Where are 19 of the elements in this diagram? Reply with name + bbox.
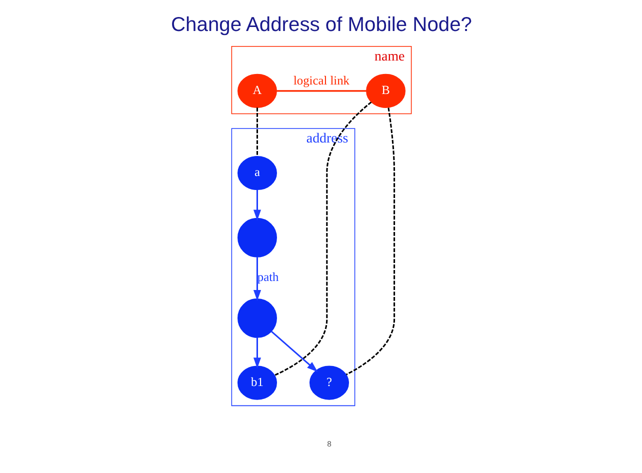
label: 8 — [326, 440, 331, 449]
node-ellipse: ? — [309, 366, 348, 400]
arrow — [252, 338, 261, 369]
connector — [276, 90, 366, 92]
connector — [256, 108, 258, 156]
node-circle — [237, 298, 276, 338]
node-ellipse: B — [366, 74, 405, 108]
edge-label: path — [256, 270, 278, 284]
arrow — [252, 190, 261, 221]
node-ellipse: a — [237, 156, 276, 190]
arrow — [252, 257, 261, 301]
node-circle — [237, 218, 276, 258]
diagram-title: Change Address of Mobile Node? — [170, 14, 472, 36]
arrow — [270, 330, 318, 372]
connector — [274, 102, 372, 376]
node-ellipse: A — [237, 74, 276, 108]
node-ellipse: b1 — [237, 366, 276, 400]
connector — [345, 108, 395, 376]
edge-label: logical link — [292, 74, 350, 88]
